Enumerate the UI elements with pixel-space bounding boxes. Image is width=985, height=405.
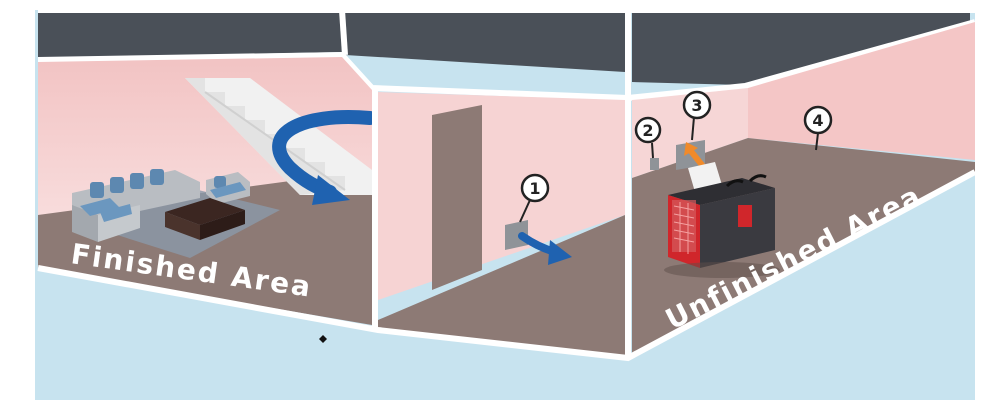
ceiling-right [632, 12, 970, 85]
vent-2 [650, 158, 659, 170]
marker-3-number: 3 [691, 96, 702, 115]
right-room-back-wall [632, 88, 748, 178]
marker-1-number: 1 [529, 179, 540, 198]
duct [688, 162, 722, 192]
right-room-side-wall [748, 22, 975, 160]
ceiling-middle [345, 12, 625, 72]
coffee-table-icon [165, 198, 245, 240]
ceiling-edge [37, 19, 976, 102]
marker-1: 1 [519, 173, 550, 223]
foundation-outline [37, 7, 977, 362]
marker-3: 3 [682, 90, 712, 141]
curved-arrow-icon [272, 110, 377, 205]
diamond-mark [319, 335, 327, 343]
ceiling-left [38, 12, 342, 58]
marker-4-number: 4 [812, 111, 823, 130]
marker-2-number: 2 [642, 121, 653, 140]
middle-room-floor [378, 215, 625, 355]
marker-4: 4 [803, 105, 833, 151]
vent-1 [505, 220, 528, 250]
airflow-arrow-icon [518, 232, 572, 265]
doorway [432, 105, 482, 290]
marker-2: 2 [634, 116, 662, 159]
exhaust-arrow-icon [684, 142, 705, 168]
dehumidifier-unit-icon [664, 174, 780, 278]
sectional-sofa-icon [72, 169, 250, 242]
